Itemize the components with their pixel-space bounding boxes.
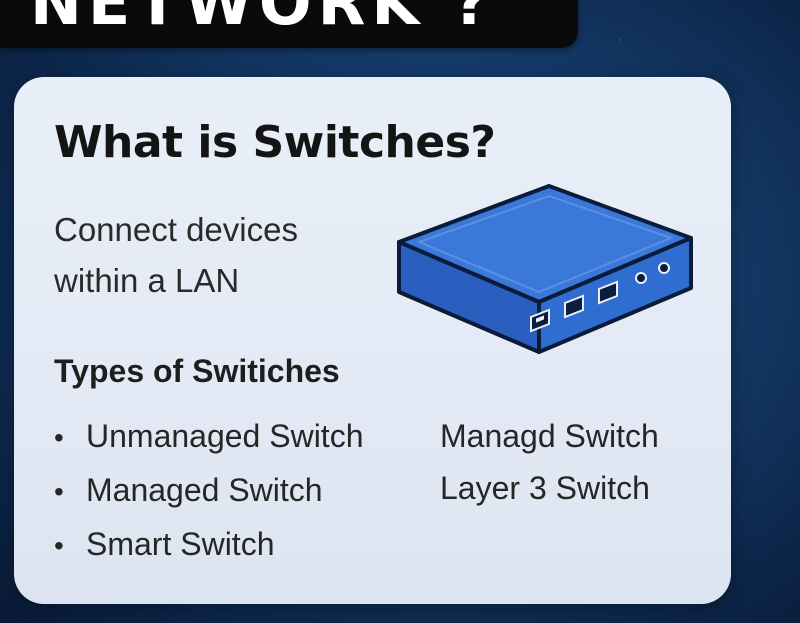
list-item: • Managed Switch [54, 464, 363, 518]
list-item-label: Layer 3 Switch [440, 470, 650, 506]
ethernet-port-icon [598, 280, 618, 305]
top-banner-text: NETWORK ? [30, 0, 495, 39]
top-banner: NETWORK ? [0, 0, 578, 48]
list-item-label: Unmanaged Switch [86, 418, 364, 454]
list-item: Layer 3 Switch [440, 462, 659, 514]
bullet-icon: • [54, 422, 64, 453]
bullet-icon: • [54, 530, 64, 561]
card-description: Connect devices within a LAN [54, 211, 298, 299]
types-heading: Types of Switiches [54, 353, 340, 389]
list-item-label: Managd Switch [440, 418, 659, 454]
ethernet-port-icon [530, 308, 550, 333]
types-list-left: • Unmanaged Switch • Managed Switch • Smart… [54, 410, 363, 572]
network-switch-icon [397, 184, 693, 354]
card-title: What is Switches? [54, 117, 496, 168]
ethernet-port-icon [564, 294, 584, 319]
info-card: What is Switches? Connect devices within… [14, 77, 731, 604]
list-item: • Unmanaged Switch [54, 410, 363, 464]
list-item: • Smart Switch [54, 518, 363, 572]
switch-top-highlight [416, 194, 674, 294]
led-indicator-icon [658, 262, 670, 274]
led-indicator-icon [635, 272, 647, 284]
bullet-icon: • [54, 476, 64, 507]
list-item-label: Managed Switch [86, 472, 323, 508]
types-list-right: Managd Switch Layer 3 Switch [440, 410, 659, 514]
list-item: Managd Switch [440, 410, 659, 462]
list-item-label: Smart Switch [86, 526, 275, 562]
